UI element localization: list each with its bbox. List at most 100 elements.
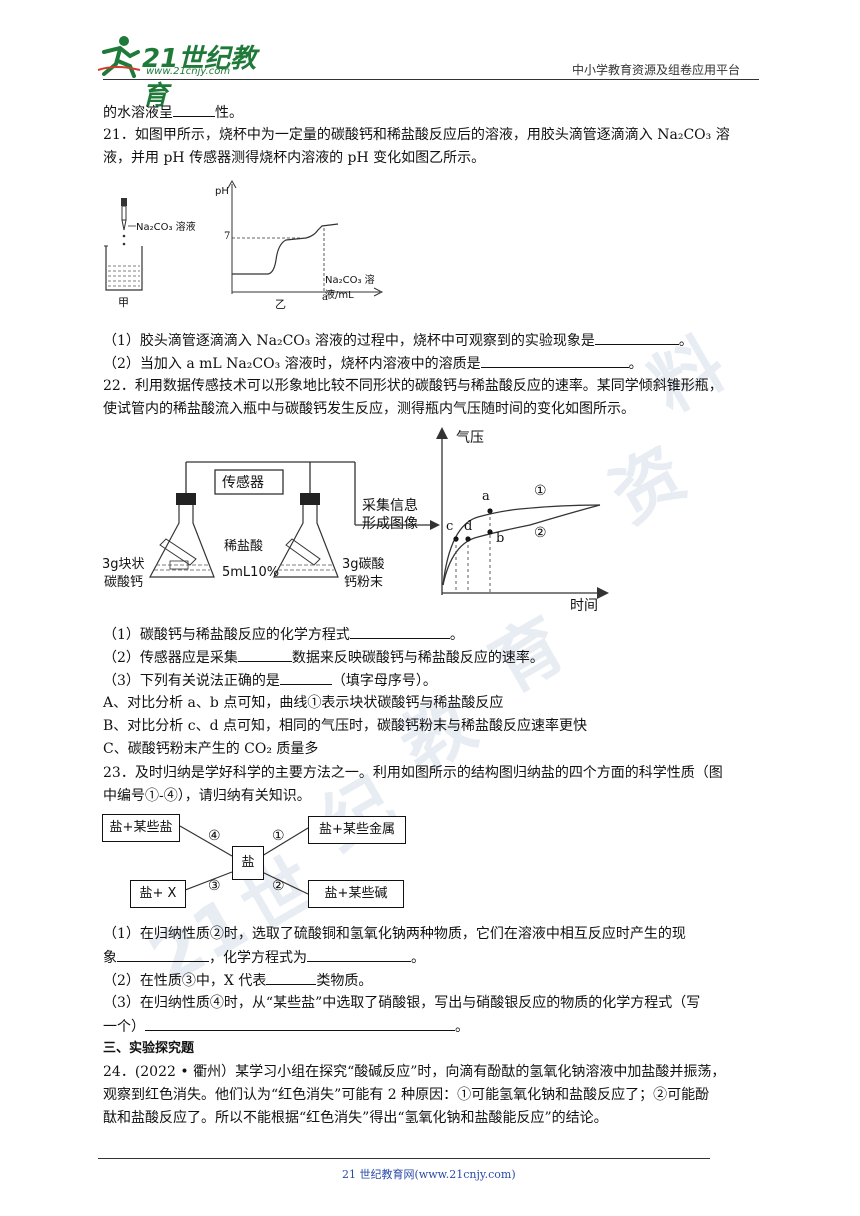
q21-sub2-end: 。 (628, 356, 643, 372)
answer-blank[interactable] (266, 970, 317, 985)
q23-sub3a: （3）在归纳性质④时，从“某些盐”中选取了硝酸银，写出与硝酸银反应的物质的化学方… (103, 995, 701, 1011)
q23-sub2-text: （2）在性质③中，X 代表 (103, 973, 267, 989)
q22-sub3-text: （3）下列有关说法正确的是 (103, 673, 280, 689)
property-3-label: ③ (208, 878, 221, 894)
q22-sub1-text: （1）碳酸钙与稀盐酸反应的化学方程式 (103, 627, 350, 643)
q22-figure: 传感器 采集信息 形成图像 3g块状 碳酸钙 稀盐酸 5mL10% 3g碳酸 钙… (100, 425, 620, 615)
q24-line2: 观察到红色消失。他们认为“红色消失”可能有 2 种原因：①可能氢氧化钠和盐酸反应… (103, 1087, 710, 1103)
footer-rule (98, 1158, 710, 1159)
point-b-label: b (496, 531, 505, 546)
box-salt-x: 盐+ X (130, 880, 186, 908)
logo-url: www.21cnjy.com (146, 66, 231, 77)
box-salt-center-label: 盐 (241, 855, 255, 870)
answer-blank[interactable] (349, 624, 450, 639)
beaker-dropper-diagram (104, 198, 143, 291)
salt-connector-lines (179, 825, 309, 895)
answer-blank[interactable] (173, 102, 215, 117)
fig-jia-label: 甲 (118, 296, 129, 309)
answer-blank[interactable] (237, 647, 292, 662)
header-logo: 21世纪教育 www.21cnjy.com (96, 34, 266, 111)
collect-label-1: 采集信息 (362, 498, 418, 514)
q21-sub1-end: 。 (678, 333, 693, 349)
q22-option-a: A、对比分析 a、b 点可知，曲线①表示块状碳酸钙与稀盐酸反应 (103, 695, 504, 711)
header-platform: 中小学教育资源及组卷应用平台 (572, 63, 741, 77)
q23-sub2-tail: 类物质。 (316, 973, 373, 989)
curve-1-label: ① (534, 483, 547, 499)
answer-blank[interactable] (279, 670, 332, 685)
answer-blank[interactable] (117, 947, 209, 962)
box-salt-metal-label: 盐+某些金属 (319, 822, 395, 837)
box-salt-metal: 盐+某些金属 (308, 816, 406, 844)
q23-figure: 盐+某些盐 盐+某些金属 盐 盐+ X 盐+某些碱 ④ ① ③ ② (100, 812, 410, 912)
q23-sub2: （2）在性质③中，X 代表 类物质。 (103, 970, 372, 991)
dropper-label: Na₂CO₃ 溶液 (136, 222, 196, 233)
q22-sub1: （1）碳酸钙与稀盐酸反应的化学方程式 。 (103, 624, 464, 645)
q22-sub3: （3）下列有关说法正确的是 （填字母序号）。 (103, 670, 437, 691)
ph-x-label: Na₂CO₃ 溶液/mL (325, 275, 375, 301)
right-sample-label-1: 3g碳酸 (342, 557, 385, 572)
q21-figure: Na₂CO₃ 溶液 甲 pH 7 Na₂CO₃ 溶液/mL 乙 a (100, 178, 400, 318)
header-rule (103, 79, 759, 80)
q20-text: 的水溶液呈 (103, 105, 173, 121)
ph-axis-label: pH (215, 186, 229, 197)
q21-sub1: （1）胶头滴管逐滴滴入 Na₂CO₃ 溶液的过程中，烧杯中可观察到的实验现象是 。 (103, 330, 693, 351)
time-axis-label: 时间 (570, 598, 598, 614)
q24-line1: 24．(2022 • 衢州）某学习小组在探究“酸碱反应”时，向滴有酚酞的氢氧化钠… (103, 1064, 726, 1080)
property-2-label: ② (272, 878, 285, 894)
left-sample-label-1: 3g块状 (102, 557, 145, 572)
q21-sub2: （2）当加入 a mL Na₂CO₃ 溶液时，烧杯内溶液中的溶质是 。 (103, 353, 643, 374)
acid-label-2: 5mL10% (222, 565, 280, 580)
box-salt-x-label: 盐+ X (139, 886, 177, 901)
q22-line2: 使试管内的稀盐酸流入瓶中与碳酸钙发生反应，测得瓶内气压随时间的变化如图所示。 (103, 401, 635, 417)
box-salt-center: 盐 (232, 846, 264, 880)
box-salt-base-label: 盐+某些碱 (324, 886, 388, 901)
box-salt-base: 盐+某些碱 (308, 880, 404, 908)
ph-seven-label: 7 (224, 231, 231, 242)
q23-sub3b-text: 一个） (103, 1019, 145, 1035)
logo-text: 21世纪教育 (142, 44, 257, 111)
answer-blank[interactable] (307, 947, 411, 962)
flask-sensor-diagram (148, 427, 609, 599)
left-sample-label-2: 碳酸钙 (104, 575, 144, 590)
point-a-label: a (322, 292, 328, 303)
q22-option-b: B、对比分析 c、d 点可知，相同的气压时，碳酸钙粉末与稀盐酸反应速率更快 (103, 718, 587, 734)
curve-2-label: ② (534, 525, 547, 541)
sensor-label: 传感器 (222, 475, 264, 491)
pressure-axis-label: 气压 (456, 430, 484, 446)
q23-line2: 中编号①-④），请归纳有关知识。 (103, 788, 311, 804)
q20-suffix: 性。 (215, 105, 243, 121)
property-1-label: ① (272, 828, 285, 844)
fig-yi-label: 乙 (275, 298, 286, 311)
q21-sub2-text: （2）当加入 a mL Na₂CO₃ 溶液时，烧杯内溶液中的溶质是 (103, 356, 481, 372)
box-salt-salt-label: 盐+某些盐 (109, 820, 173, 835)
q23-sub1a: （1）在归纳性质②时，选取了硫酸铜和氢氧化钠两种物质，它们在溶液中相互反应时产生… (103, 926, 686, 942)
acid-label-1: 稀盐酸 (224, 539, 264, 554)
q23-sub1c-text: ，化学方程式为 (209, 950, 307, 966)
answer-blank[interactable] (480, 353, 629, 368)
answer-blank[interactable] (594, 330, 679, 345)
q22-sub1-end: 。 (449, 627, 464, 643)
point-d-label: d (464, 519, 473, 534)
q22-sub3-tail: （填字母序号）。 (331, 673, 437, 689)
point-c-label: c (446, 519, 454, 534)
q21-line2: 液，并用 pH 传感器测得烧杯内溶液的 pH 变化如图乙所示。 (103, 150, 486, 166)
collect-label-2: 形成图像 (362, 516, 418, 532)
q22-sub2-text: （2）传感器应是采集 (103, 650, 238, 666)
q20-tail: 的水溶液呈 性。 (103, 102, 243, 123)
q22-line1: 22．利用数据传感技术可以形象地比较不同形状的碳酸钙与稀盐酸反应的速率。某同学倾… (103, 378, 723, 394)
q22-sub2: （2）传感器应是采集 数据来反映碳酸钙与稀盐酸反应的速率。 (103, 647, 544, 668)
q23-sub3b: 一个） 。 (103, 1016, 469, 1037)
box-salt-salt: 盐+某些盐 (102, 814, 180, 842)
q21-line1: 21．如图甲所示，烧杯中为一定量的碳酸钙和稀盐酸反应后的溶液，用胶头滴管逐滴滴入… (103, 127, 730, 143)
q23-sub1b-text: 象 (103, 950, 117, 966)
footer-text: 21 世纪教育网(www.21cnjy.com) (342, 1168, 516, 1181)
q22-sub2-tail: 数据来反映碳酸钙与稀盐酸反应的速率。 (291, 650, 544, 666)
point-a-label: a (482, 489, 490, 504)
answer-blank[interactable] (145, 1016, 455, 1031)
q21-sub1-text: （1）胶头滴管逐滴滴入 Na₂CO₃ 溶液的过程中，烧杯中可观察到的实验现象是 (103, 333, 595, 349)
q23-sub3c-text: 。 (455, 1019, 469, 1035)
section-3-heading: 三、实验探究题 (103, 1041, 195, 1056)
runner-logo-icon (97, 36, 141, 78)
ph-chart (227, 179, 384, 297)
property-4-label: ④ (208, 828, 221, 844)
